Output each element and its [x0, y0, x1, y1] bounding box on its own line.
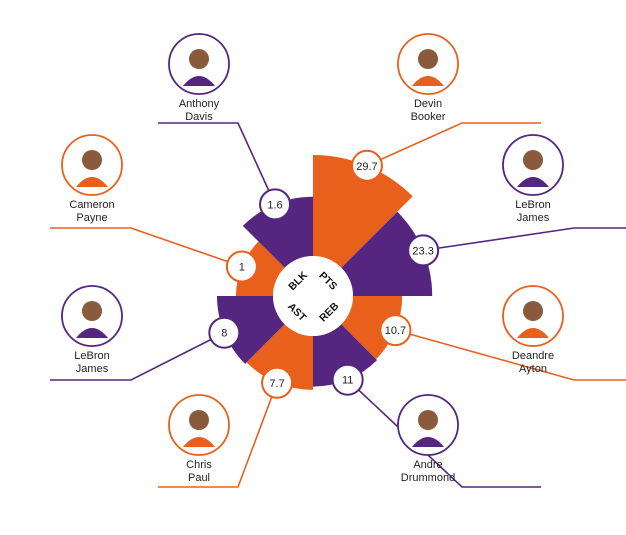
wedge-pts-purple — [341, 211, 433, 296]
value-label: 10.7 — [385, 325, 406, 337]
player-jersey-icon — [412, 437, 444, 447]
player-jersey-icon — [517, 328, 549, 338]
player-head-icon — [523, 150, 543, 170]
player-jersey-icon — [76, 177, 108, 187]
value-bubble — [208, 316, 241, 349]
player-head-icon — [523, 301, 543, 321]
player-jersey-icon — [183, 76, 215, 86]
player-head-icon — [418, 49, 438, 69]
value-bubble — [261, 366, 294, 399]
player-first-name: Devin — [414, 98, 442, 110]
value-label: 1 — [239, 262, 245, 274]
player-head-icon — [189, 410, 209, 430]
player-jersey-icon — [183, 437, 215, 447]
player-first-name: LeBron — [515, 199, 550, 211]
player-last-name: Drummond — [401, 472, 455, 484]
player-head-icon — [418, 410, 438, 430]
player-last-name: James — [517, 212, 550, 224]
value-label: 7.7 — [269, 378, 284, 390]
center-circle — [273, 256, 353, 336]
wedge-ast-purple — [217, 296, 285, 364]
connector-ast-orange — [158, 382, 278, 488]
value-bubble — [331, 363, 364, 396]
connector-reb-purple — [347, 379, 541, 488]
player-last-name: Davis — [185, 111, 213, 123]
wedge-pts-orange — [313, 155, 413, 268]
player-last-name: Booker — [411, 111, 446, 123]
value-label: 1.6 — [267, 199, 282, 211]
player-head-icon — [189, 49, 209, 69]
player-jersey-icon — [517, 177, 549, 187]
player-first-name: Anthony — [179, 98, 220, 110]
player-last-name: James — [76, 363, 109, 375]
player-jersey-icon — [76, 328, 108, 338]
player-head-icon — [82, 301, 102, 321]
wedge-ast-orange — [246, 324, 313, 390]
player-first-name: Cameron — [69, 199, 114, 211]
player-first-name: Andre — [413, 459, 442, 471]
value-label: 29.7 — [356, 161, 377, 173]
player-head-icon — [82, 150, 102, 170]
wedge-blk-purple — [242, 196, 313, 268]
player-first-name: Chris — [186, 459, 212, 471]
connector-reb-orange — [395, 329, 626, 381]
player-jersey-icon — [412, 76, 444, 86]
value-label: 23.3 — [412, 245, 433, 257]
connector-pts-orange — [366, 122, 541, 167]
player-last-name: Paul — [188, 472, 210, 484]
value-bubble — [407, 234, 440, 267]
connector-blk-purple — [158, 122, 276, 205]
player-first-name: LeBron — [74, 350, 109, 362]
player-last-name: Ayton — [519, 363, 547, 375]
value-bubble — [350, 149, 383, 182]
connector-pts-purple — [423, 227, 626, 252]
connector-ast-purple — [50, 332, 225, 381]
player-last-name: Payne — [76, 212, 107, 224]
value-label: 8 — [221, 328, 227, 340]
player-first-name: Deandre — [512, 350, 554, 362]
value-bubble — [259, 188, 292, 221]
value-bubble — [225, 250, 258, 283]
value-label: 11 — [342, 375, 353, 387]
connector-blk-orange — [50, 227, 243, 268]
value-bubble — [379, 314, 412, 347]
